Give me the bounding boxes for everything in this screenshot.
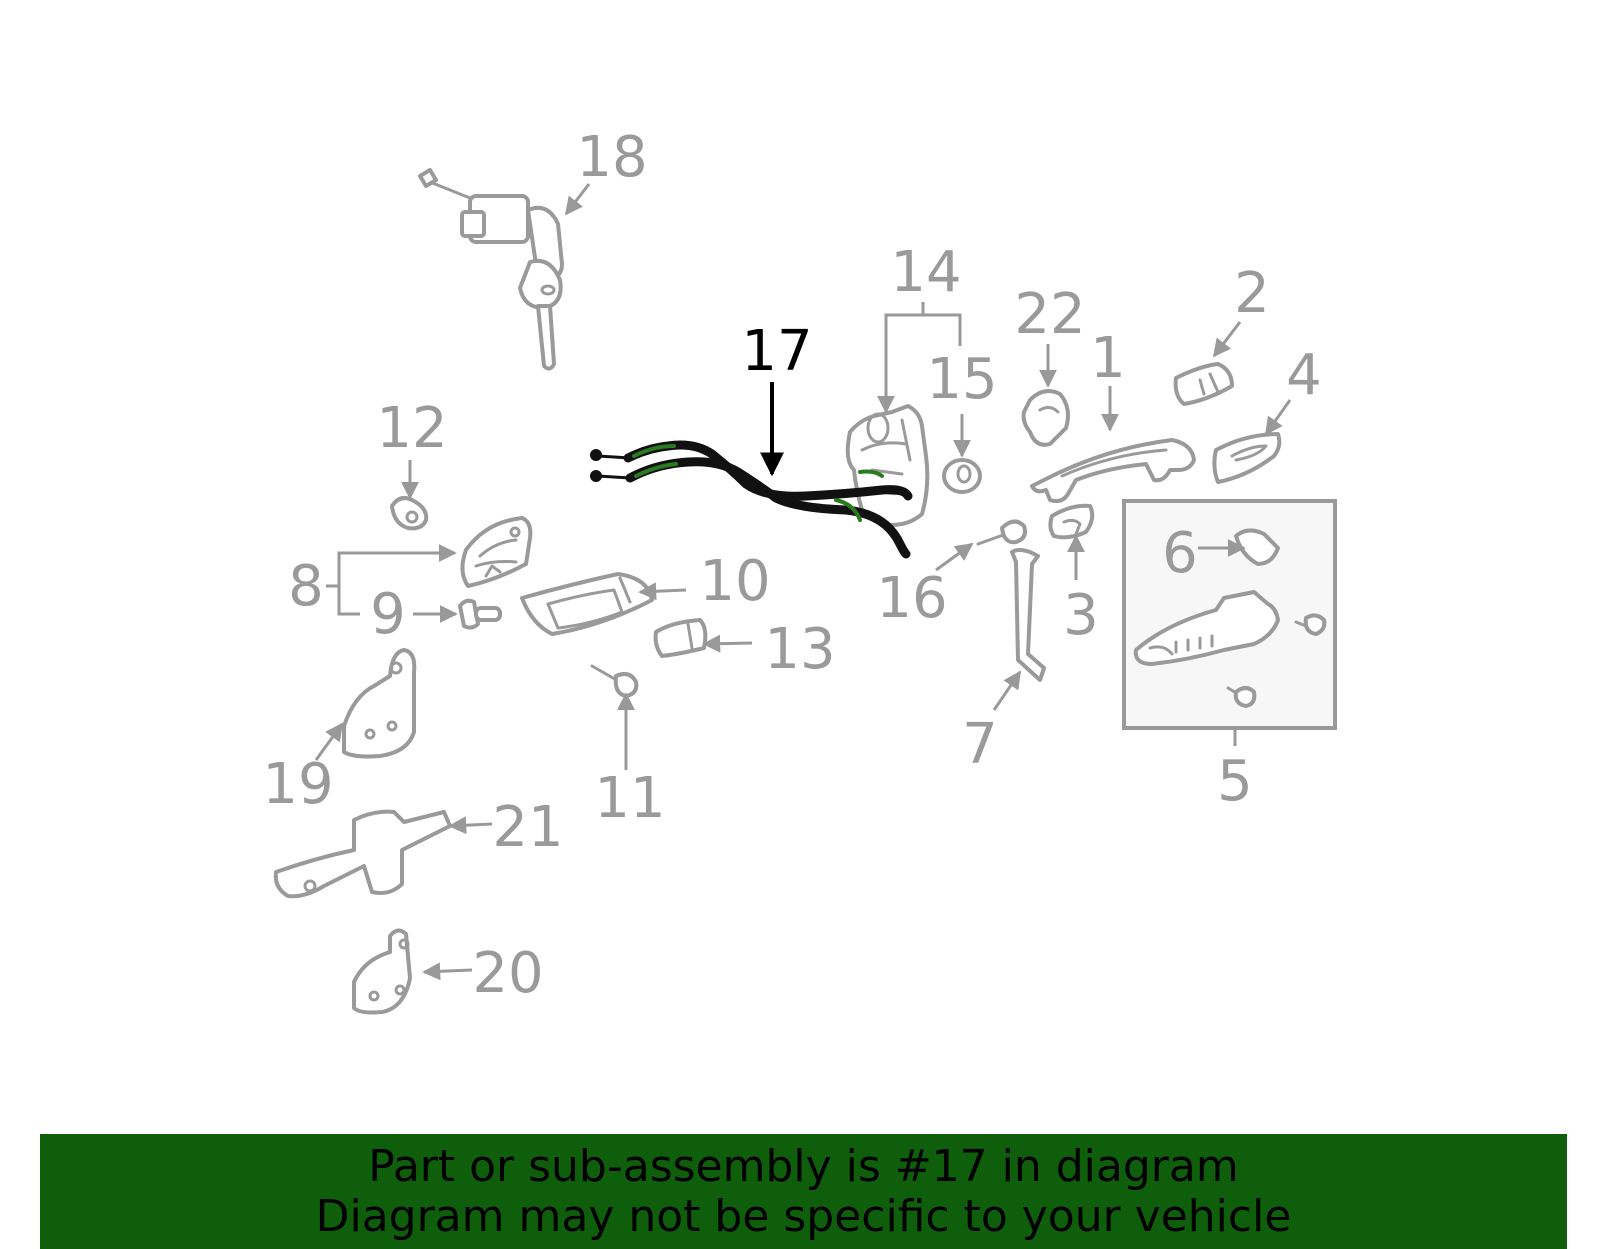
part-13-cap[interactable] [653, 618, 708, 658]
callout-17: 17 [741, 319, 812, 384]
part-9-clip[interactable] [458, 598, 502, 630]
callout-21: 21 [492, 795, 563, 860]
banner-line-disclaimer: Diagram may not be specific to your vehi… [315, 1190, 1292, 1242]
banner-line-part: Part or sub-assembly is #17 in diagram [368, 1140, 1239, 1192]
notice-banner: Part or sub-assembly is #17 in diagram D… [40, 1134, 1567, 1249]
callout-1: 1 [1090, 326, 1126, 391]
callout-2: 2 [1234, 261, 1270, 326]
part-22-seal[interactable] [1021, 389, 1070, 447]
callout-5: 5 [1217, 749, 1253, 814]
callout-7: 7 [962, 712, 998, 777]
callout-19: 19 [262, 752, 333, 817]
part-5-handle-frame-kit[interactable] [1122, 499, 1337, 730]
callout-15: 15 [926, 347, 997, 412]
callout-13: 13 [764, 617, 835, 682]
callout-14: 14 [890, 240, 961, 305]
leader-lines [314, 183, 1292, 981]
callout-4: 4 [1286, 343, 1322, 408]
part-1-outside-handle[interactable] [1030, 438, 1196, 504]
callout-labels: 18 12 8 9 10 13 11 19 21 20 17 14 15 22 … [262, 125, 1321, 1006]
callout-10: 10 [699, 549, 770, 614]
callout-20: 20 [472, 941, 543, 1006]
part-16-bolt[interactable] [976, 519, 1027, 546]
part-11-screw[interactable] [590, 664, 639, 698]
part-10-handle-bezel[interactable] [520, 572, 654, 636]
part-21-door-check[interactable] [273, 809, 452, 899]
part-12-grommet[interactable] [390, 496, 429, 531]
part-19-hinge[interactable] [342, 648, 417, 759]
callout-8: 8 [288, 554, 324, 619]
part-7-rod[interactable] [1010, 548, 1046, 682]
callout-22: 22 [1014, 282, 1085, 347]
part-14-lock-actuator[interactable] [845, 404, 930, 527]
callout-16: 16 [876, 566, 947, 631]
callout-3: 3 [1063, 583, 1099, 648]
part-8-inside-handle[interactable] [460, 516, 533, 588]
part-15-grommet[interactable] [942, 458, 982, 494]
part-20-lower-hinge[interactable] [352, 928, 412, 1015]
callout-11: 11 [594, 766, 665, 831]
callout-6: 6 [1162, 521, 1198, 586]
callout-9: 9 [370, 582, 406, 647]
part-17-lock-cables[interactable] [590, 440, 913, 559]
part-4-pad[interactable] [1212, 432, 1282, 484]
part-3-gasket[interactable] [1048, 503, 1095, 540]
callout-18: 18 [576, 125, 647, 190]
part-18-key-cylinder[interactable] [418, 168, 564, 371]
part-2-cylinder-cap[interactable] [1173, 362, 1234, 406]
callout-12: 12 [376, 396, 447, 461]
